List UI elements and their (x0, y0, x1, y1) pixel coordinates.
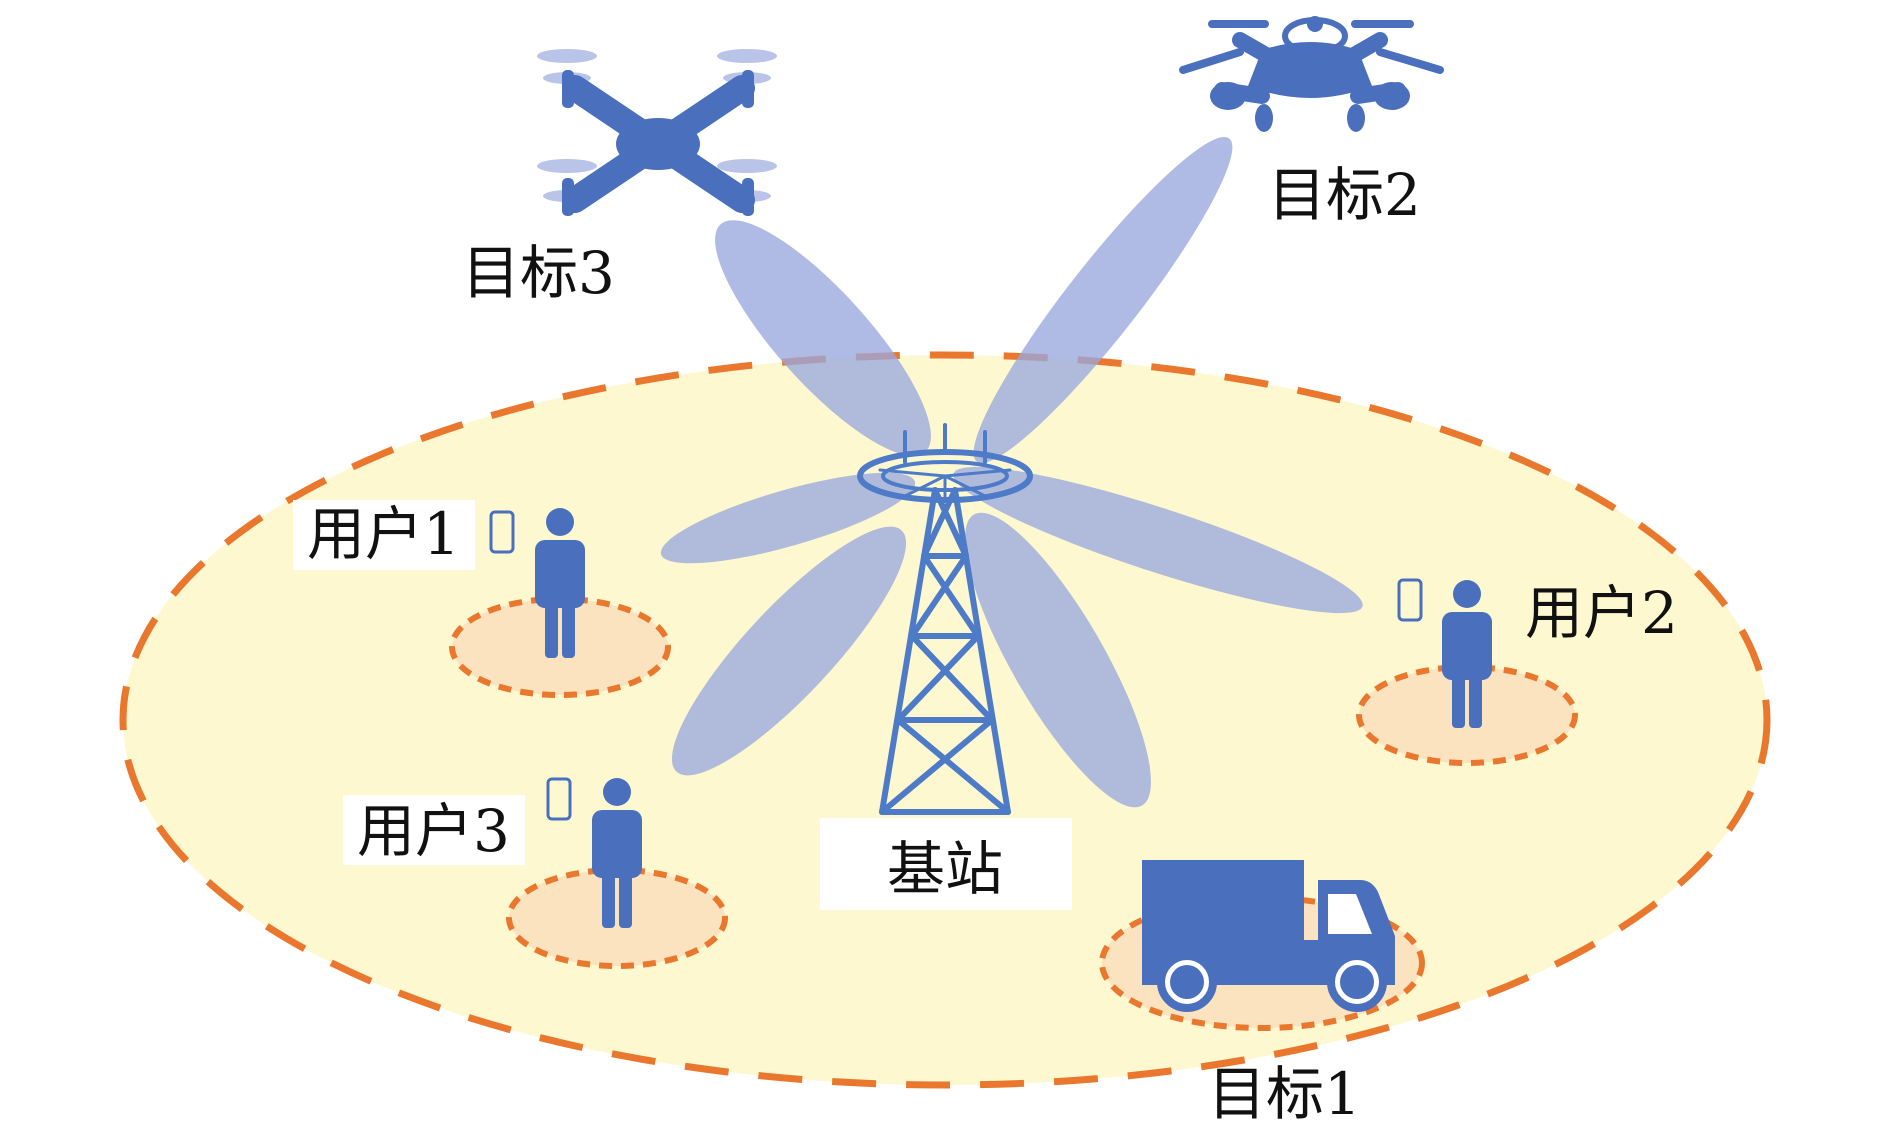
base-station-label: 基站 (887, 835, 1003, 903)
beam-lobe-target2 (973, 136, 1233, 464)
beam-pattern (660, 136, 1363, 808)
user3-label: 用户3 (357, 797, 510, 865)
user1-label-box (293, 500, 475, 570)
user2-zone (1356, 664, 1578, 766)
user1-label: 用户1 (307, 500, 460, 568)
drone-icon-target2 (1179, 16, 1444, 132)
person-icon-user2 (1442, 580, 1492, 728)
phone-icon-user3 (546, 777, 572, 821)
person-icon-user1 (535, 508, 585, 658)
user2-label: 用户2 (1525, 579, 1678, 647)
base-station-label-box (820, 818, 1072, 910)
truck-icon-target1 (1142, 860, 1395, 1012)
phone-icon-user2 (1397, 578, 1423, 622)
user3-zone (506, 867, 728, 969)
target2-label: 目标2 (1268, 161, 1421, 229)
beam-lobe-user3 (671, 526, 907, 776)
person-icon-user3 (592, 778, 642, 928)
beam-lobe-left (660, 472, 916, 564)
drone-icon-target3 (537, 49, 777, 216)
beam-lobe-target1 (965, 512, 1151, 808)
user3-label-box (343, 795, 525, 865)
target1-label: 目标1 (1208, 1060, 1361, 1128)
beam-lobe-target3 (715, 220, 931, 456)
user1-zone (449, 596, 671, 698)
beam-lobe-right (953, 466, 1363, 614)
target3-label: 目标3 (462, 239, 615, 307)
phone-icon-user1 (489, 510, 515, 554)
tower-icon (857, 423, 1033, 815)
